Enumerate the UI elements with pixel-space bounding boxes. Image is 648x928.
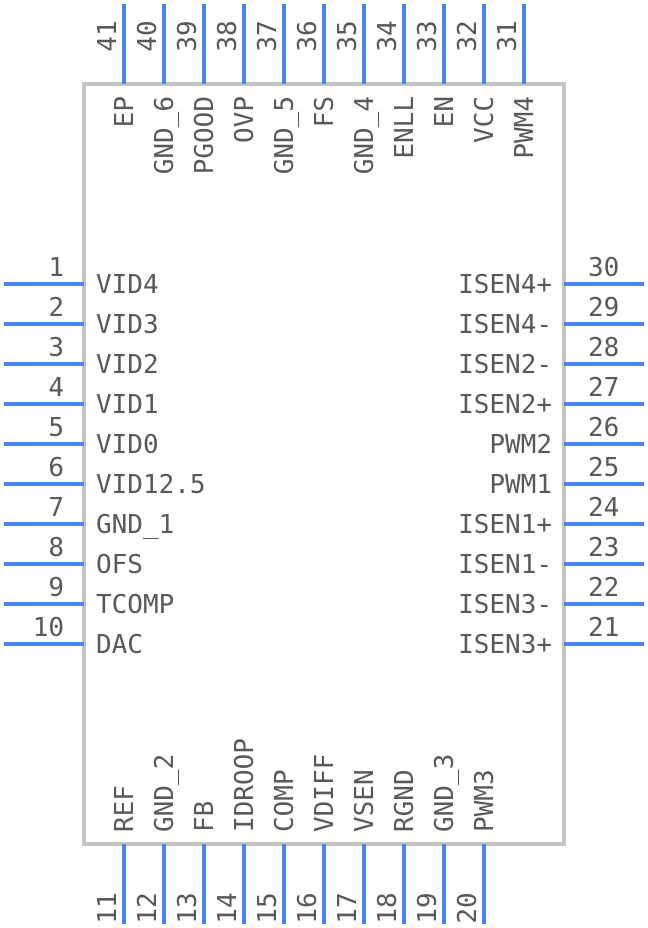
pin-label-pwm2: PWM2	[489, 430, 552, 460]
pin-label-vcc: VCC	[470, 96, 500, 143]
pin-label-ofs: OFS	[96, 550, 143, 580]
pin-16-number: 16	[293, 892, 323, 923]
bottom-pin-group: 11 REF 12 GND_2 13 FB 14 IDROOP 15 COMP 16 VDIFF 17 V…	[93, 738, 500, 924]
pin-15-number: 15	[253, 892, 283, 923]
pin-label-gnd-3: GND_3	[430, 754, 460, 832]
pin-label-vid1: VID1	[96, 390, 159, 420]
pin-label-idroop: IDROOP	[230, 738, 260, 832]
pin-26-number: 26	[588, 413, 619, 443]
pin-1-number: 1	[48, 253, 64, 283]
pin-label-isen2: ISEN2-	[458, 350, 552, 380]
pin-label-isen2: ISEN2+	[458, 390, 552, 420]
pin-30-number: 30	[588, 253, 619, 283]
pin-6-number: 6	[48, 453, 64, 483]
pin-label-pwm3: PWM3	[470, 769, 500, 832]
pin-35-number: 35	[333, 20, 363, 51]
pin-40-number: 40	[133, 20, 163, 51]
pin-label-isen1: ISEN1-	[458, 550, 552, 580]
pin-14-number: 14	[213, 892, 243, 923]
pin-label-isen4: ISEN4-	[458, 310, 552, 340]
pin-label-tcomp: TCOMP	[96, 590, 174, 620]
pin-10-number: 10	[33, 613, 64, 643]
pin-20-number: 20	[453, 892, 483, 923]
pin-23-number: 23	[588, 533, 619, 563]
pin-24-number: 24	[588, 493, 619, 523]
pin-3-number: 3	[48, 333, 64, 363]
pin-label-ovp: OVP	[230, 96, 260, 143]
pin-31-number: 31	[493, 20, 523, 51]
pin-label-gnd-5: GND_5	[270, 96, 300, 174]
pin-label-pwm4: PWM4	[510, 96, 540, 159]
pin-label-vid12-5: VID12.5	[96, 470, 206, 500]
pin-29-number: 29	[588, 293, 619, 323]
pin-19-number: 19	[413, 892, 443, 923]
pin-label-en: EN	[430, 96, 460, 127]
pin-9-number: 9	[48, 573, 64, 603]
pin-27-number: 27	[588, 373, 619, 403]
pin-label-vid2: VID2	[96, 350, 159, 380]
pin-25-number: 25	[588, 453, 619, 483]
pin-label-pwm1: PWM1	[489, 470, 552, 500]
pin-label-gnd-2: GND_2	[150, 754, 180, 832]
pin-36-number: 36	[293, 20, 323, 51]
pin-12-number: 12	[133, 892, 163, 923]
pin-5-number: 5	[48, 413, 64, 443]
pin-label-isen4: ISEN4+	[458, 270, 552, 300]
pin-label-vdiff: VDIFF	[310, 754, 340, 832]
pin-label-isen3: ISEN3+	[458, 630, 552, 660]
pin-label-enll: ENLL	[390, 96, 420, 159]
pin-label-pgood: PGOOD	[190, 96, 220, 174]
pin-label-gnd-6: GND_6	[150, 96, 180, 174]
ic-body	[82, 82, 566, 846]
pin-11-number: 11	[93, 892, 123, 923]
pin-18-number: 18	[373, 892, 403, 923]
pin-label-fs: FS	[310, 96, 340, 127]
pin-17-number: 17	[333, 892, 363, 923]
pin-34-number: 34	[373, 20, 403, 51]
pin-2-number: 2	[48, 293, 64, 323]
pin-37-number: 37	[253, 20, 283, 51]
pin-39-number: 39	[173, 20, 203, 51]
pin-label-dac: DAC	[96, 630, 143, 660]
pin-label-gnd-1: GND_1	[96, 510, 174, 540]
pin-21-number: 21	[588, 613, 619, 643]
pin-label-isen1: ISEN1+	[458, 510, 552, 540]
pin-22-number: 22	[588, 573, 619, 603]
pin-label-rgnd: RGND	[390, 769, 420, 832]
pin-label-gnd-4: GND_4	[350, 96, 380, 174]
pin-13-number: 13	[173, 892, 203, 923]
pin-label-vid3: VID3	[96, 310, 159, 340]
pin-32-number: 32	[453, 20, 483, 51]
pin-label-comp: COMP	[270, 769, 300, 832]
pin-38-number: 38	[213, 20, 243, 51]
pin-4-number: 4	[48, 373, 64, 403]
pin-41-number: 41	[93, 20, 123, 51]
pin-label-ref: REF	[110, 785, 140, 832]
pin-28-number: 28	[588, 333, 619, 363]
pin-8-number: 8	[48, 533, 64, 563]
pin-label-vsen: VSEN	[350, 769, 380, 832]
pin-label-ep: EP	[110, 96, 140, 127]
pin-label-vid4: VID4	[96, 270, 159, 300]
pin-7-number: 7	[48, 493, 64, 523]
pin-33-number: 33	[413, 20, 443, 51]
pin-label-isen3: ISEN3-	[458, 590, 552, 620]
pin-label-fb: FB	[190, 801, 220, 832]
pin-label-vid0: VID0	[96, 430, 159, 460]
